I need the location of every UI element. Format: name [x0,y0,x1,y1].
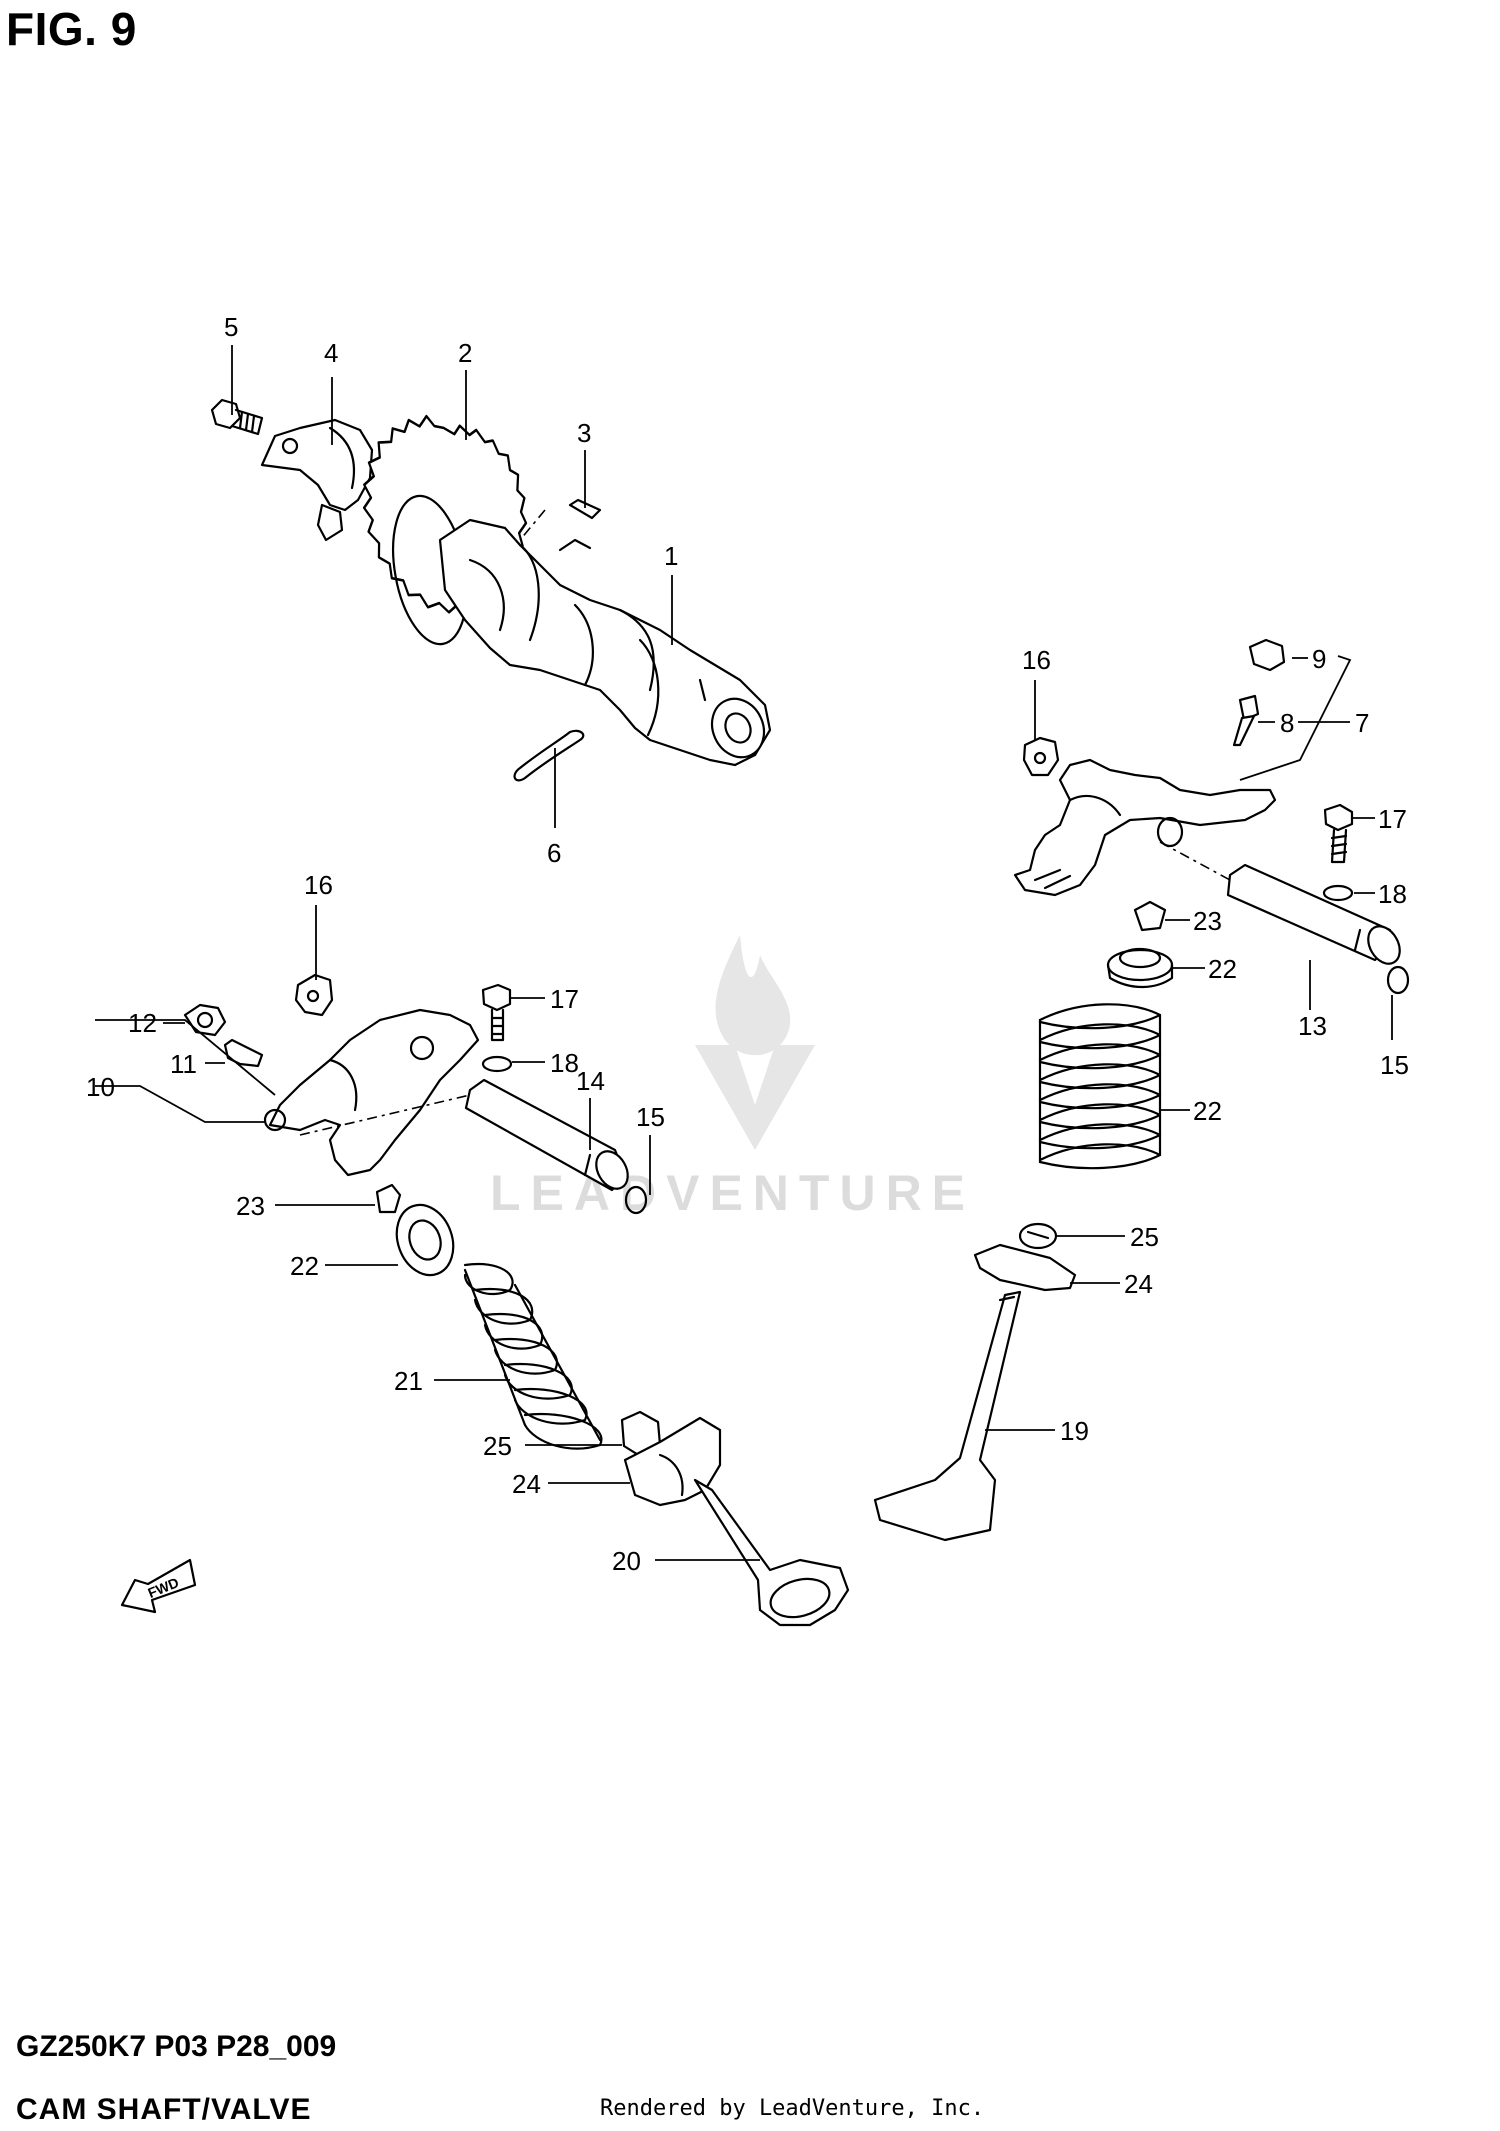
callout-15-left: 15 [636,1102,665,1132]
figure-title: FIG. 9 [6,3,137,55]
callout-6: 6 [547,838,561,868]
part-plate-16-right [1022,736,1060,777]
part-adjuster-screw-11 [223,1038,264,1068]
callout-17-right: 17 [1378,804,1407,834]
part-adjuster-screw-8 [1232,694,1260,747]
callout-18-left: 18 [550,1048,579,1078]
part-washer-18-right [1322,884,1354,902]
part-retainer-plate-4 [260,418,374,542]
section-name: CAM SHAFT/VALVE [16,2093,312,2126]
callout-labels: 5 4 2 3 1 6 16 9 8 7 17 18 23 22 13 15 2… [86,312,1409,1576]
callout-13: 13 [1298,1011,1327,1041]
callout-10: 10 [86,1072,115,1102]
leadventure-watermark: LEADVENTURE [490,935,975,1221]
part-rocker-shaft-14 [299,1078,629,1192]
callout-23-right: 23 [1193,906,1222,936]
leader-lines [95,345,1393,1561]
callout-21-right: 22 [1193,1096,1222,1126]
callout-3: 3 [577,418,591,448]
watermark-v-icon [695,1045,815,1150]
callout-22-right: 22 [1208,954,1237,984]
callout-24-right: 24 [1124,1269,1153,1299]
part-valve-20 [693,1478,850,1627]
part-cotter-23-right [1133,900,1167,932]
callout-14: 14 [576,1066,605,1096]
forward-arrow-icon [120,1558,197,1614]
part-valve-spring-21-right [1038,1003,1162,1170]
callout-25-right: 25 [1130,1222,1159,1252]
callout-9: 9 [1312,644,1326,674]
part-nut-9 [1248,638,1286,672]
callout-21-left: 21 [394,1366,423,1396]
part-valve-19 [873,1290,1022,1542]
callout-15-right: 15 [1380,1050,1409,1080]
part-pin-3 [519,498,602,541]
part-plate-16-left [294,973,334,1017]
callout-2: 2 [458,338,472,368]
part-bolt-17-right [1323,803,1354,864]
part-cotter-23-left [375,1183,402,1214]
callout-11: 11 [170,1049,197,1079]
part-nut-12 [183,1003,227,1037]
callout-25-left: 25 [483,1431,512,1461]
part-circlip-15-right [1386,965,1410,995]
part-rocker-arm-left-10 [263,1008,480,1177]
callout-8: 8 [1280,708,1294,738]
callout-1: 1 [664,541,678,571]
part-circlip-15-left [624,1185,648,1215]
callout-18-right: 18 [1378,879,1407,909]
callout-19: 19 [1060,1416,1089,1446]
part-retainer-22-left [395,1203,455,1277]
drawing-code: GZ250K7 P03 P28_009 [16,2030,337,2063]
callout-22-left: 22 [290,1251,319,1281]
part-bolt-17-left [481,983,512,1042]
watermark-text: LEADVENTURE [490,1165,975,1221]
callout-16-right: 16 [1022,645,1051,675]
part-retainer-22-right [1106,947,1174,988]
render-credit: Rendered by LeadVenture, Inc. [600,2096,985,2121]
part-camshaft-1 [438,518,772,767]
part-bolt-5 [210,398,264,436]
callout-5: 5 [224,312,238,342]
callout-12: 12 [128,1008,157,1038]
part-rocker-shaft-13 [1159,841,1401,965]
part-rocker-arm-right-7 [1013,758,1277,897]
callout-24-left: 24 [512,1469,541,1499]
callout-17-left: 17 [550,984,579,1014]
callout-20: 20 [612,1546,641,1576]
callout-4: 4 [324,338,338,368]
watermark-flame-icon [715,935,791,1056]
part-washer-18-left [481,1055,513,1073]
part-valve-spring-21-left [463,1262,603,1450]
part-cotter-25-right [1018,1222,1058,1250]
part-clip-6 [513,729,585,782]
part-seat-24-right [973,1243,1077,1292]
callout-23-left: 23 [236,1191,265,1221]
callout-7: 7 [1355,708,1369,738]
callout-16-left: 16 [304,870,333,900]
forward-marker: FWD [120,1558,197,1614]
